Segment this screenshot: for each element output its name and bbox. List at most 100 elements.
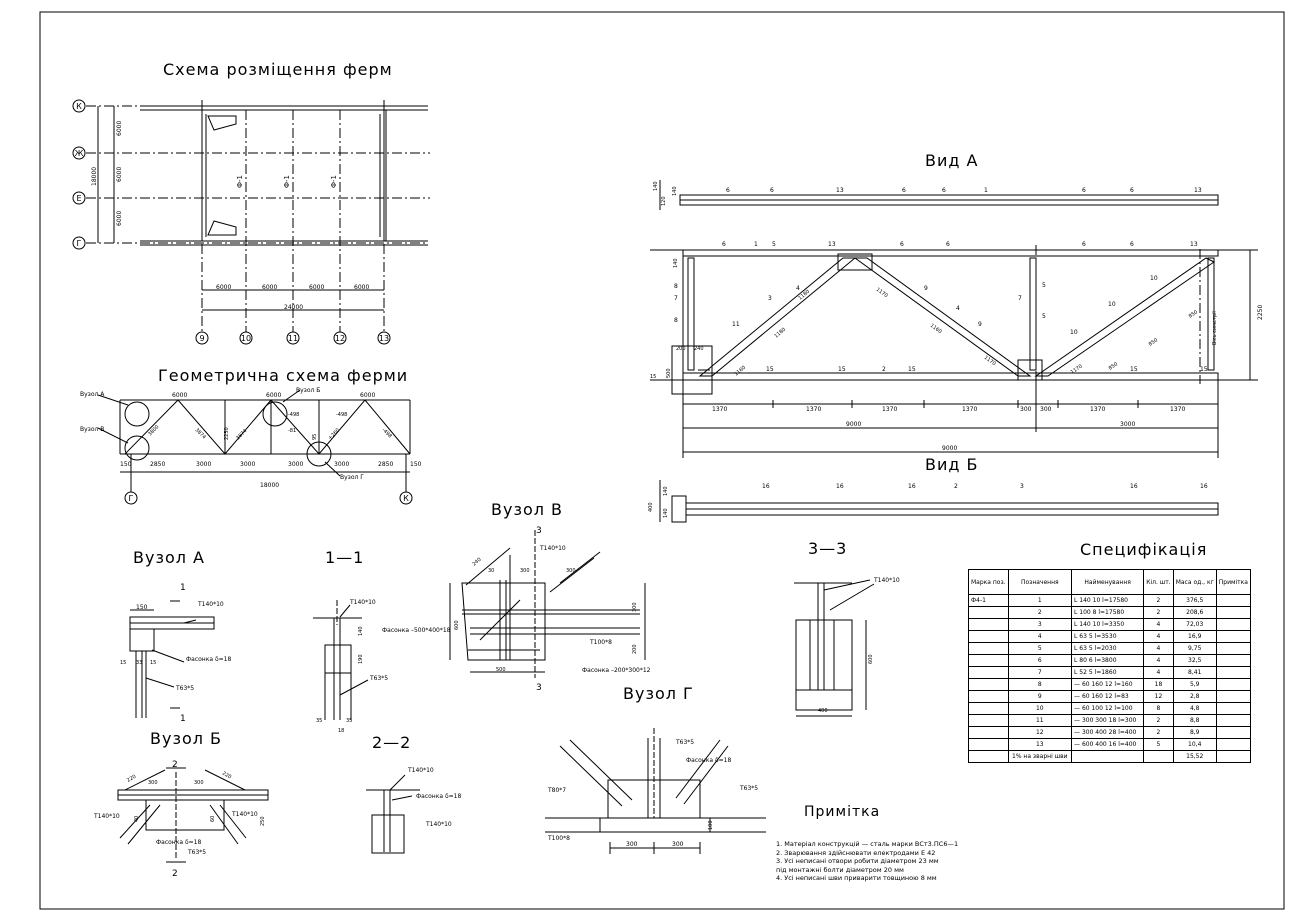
node-b-label: Т140*10: [231, 811, 258, 818]
node-v-label: Т100*8: [589, 639, 612, 646]
node-v-label: 300: [632, 602, 638, 612]
table-cell: [968, 654, 1009, 667]
axis-col-label: 12: [335, 334, 345, 343]
node-v-label: 200: [632, 644, 638, 654]
geom-dim: 2850: [150, 461, 165, 468]
table-cell: 4: [1143, 642, 1174, 655]
part-mark: 9: [978, 321, 982, 328]
axis-col-label: 11: [288, 334, 298, 343]
note-line: 3. Усі неписані отвори робити діаметром …: [776, 857, 939, 865]
node-a-label: Т140*10: [197, 601, 224, 608]
node-b-label: 300: [194, 780, 204, 786]
member-label: 2250: [224, 427, 230, 440]
panel-dim: 1370: [806, 406, 821, 413]
axis-col-label: 13: [379, 334, 389, 343]
table-cell: L 100 8 l=17580: [1071, 606, 1145, 619]
part-mark: 10: [1108, 301, 1116, 308]
table-cell: 2: [1007, 606, 1073, 619]
note-line: 4. Усі неписані шви приварити товщиною 8…: [776, 874, 937, 882]
panel-dim: 300: [1020, 406, 1032, 413]
table-cell: [968, 702, 1009, 715]
table-cell: 15,52: [1172, 750, 1217, 763]
part-mark: 9: [924, 285, 928, 292]
part-mark: 10: [1150, 275, 1158, 282]
panel-dim: 300: [1040, 406, 1052, 413]
s33-label: 400: [818, 708, 828, 714]
s22-label: Фасонка δ=18: [416, 793, 461, 800]
col-dim: 6000: [262, 284, 277, 291]
spec-header: Марка поз.: [968, 569, 1009, 595]
view-a-top: [659, 180, 1219, 210]
table-cell: — 60 160 12 l=83: [1071, 690, 1145, 703]
axis-row-label: Г: [77, 239, 82, 248]
member-label: +260: [327, 427, 341, 441]
section-2-2-title: 2—2: [372, 733, 412, 752]
s22-label: Т140*10: [407, 767, 434, 774]
node-a-label: 15: [120, 660, 126, 666]
table-cell: [1215, 702, 1252, 715]
geom-dim: 3000: [240, 461, 255, 468]
geom-dim: 6000: [266, 392, 281, 399]
part-mark: 2: [954, 483, 958, 490]
spec-header: Позначення: [1007, 569, 1073, 595]
part-mark: 16: [1200, 483, 1208, 490]
spec-header: Кіл. шт.: [1143, 569, 1174, 595]
table-cell: 5: [1143, 738, 1174, 751]
row-dim: 6000: [116, 211, 123, 226]
table-cell: [968, 714, 1009, 727]
table-cell: 5: [1007, 642, 1073, 655]
s11-label: 35: [316, 718, 322, 724]
section-1-1: [313, 600, 369, 720]
part-mark: 8: [674, 283, 678, 290]
node-g-label: Т63*5: [739, 785, 758, 792]
part-mark: 10: [1070, 329, 1078, 336]
s11-label: 18: [338, 728, 344, 734]
table-cell: [1215, 738, 1252, 751]
table-cell: L 52 5 l=1860: [1071, 666, 1145, 679]
node-b-label: 250: [260, 816, 266, 826]
axis-col-label: 10: [241, 334, 251, 343]
node-v-label: Фасонка –500*400*18: [382, 627, 451, 634]
row-dim: 6000: [116, 167, 123, 182]
node-g-label: Фасонка δ=18: [686, 757, 731, 764]
node-v-title: Вузол В: [491, 500, 564, 519]
table-cell: 13: [1007, 738, 1073, 751]
spec-title: Специфікація: [1080, 540, 1208, 559]
node-a-label: 33: [136, 660, 142, 666]
part-mark: 6: [1082, 187, 1086, 194]
node-v-label: 300: [520, 568, 530, 574]
spec-header: Примітка: [1215, 569, 1252, 595]
table-cell: [1215, 654, 1252, 667]
table-cell: — 300 400 28 l=400: [1071, 726, 1145, 739]
geom-scheme: [97, 389, 413, 505]
part-mark: 6: [722, 241, 726, 248]
member-label: -81: [288, 428, 296, 434]
geom-dim: 6000: [360, 392, 375, 399]
table-cell: [968, 630, 1009, 643]
geom-dim: 150: [410, 461, 422, 468]
layout-title: Схема розміщення ферм: [163, 60, 393, 79]
node-label: Вузол А: [80, 391, 105, 398]
table-cell: 2: [1143, 726, 1174, 739]
col-dim: 6000: [354, 284, 369, 291]
part-mark: 4: [956, 305, 960, 312]
table-cell: 4,8: [1172, 702, 1217, 715]
part-mark: 6: [726, 187, 730, 194]
layout-plan: [72, 99, 430, 345]
node-a-label: Фасонка δ=18: [186, 656, 231, 663]
note-line: під монтажні болти діаметром 20 мм: [776, 865, 904, 874]
node-a: [129, 600, 215, 718]
col-total: 24000: [284, 304, 303, 311]
table-cell: — 600 400 16 l=400: [1071, 738, 1145, 751]
notes-title: Примітка: [804, 804, 881, 820]
panel-dim: 1370: [1170, 406, 1185, 413]
small-dim: 400: [648, 502, 654, 512]
member-label: -498: [336, 412, 347, 418]
height-dim: 2250: [1257, 305, 1264, 320]
